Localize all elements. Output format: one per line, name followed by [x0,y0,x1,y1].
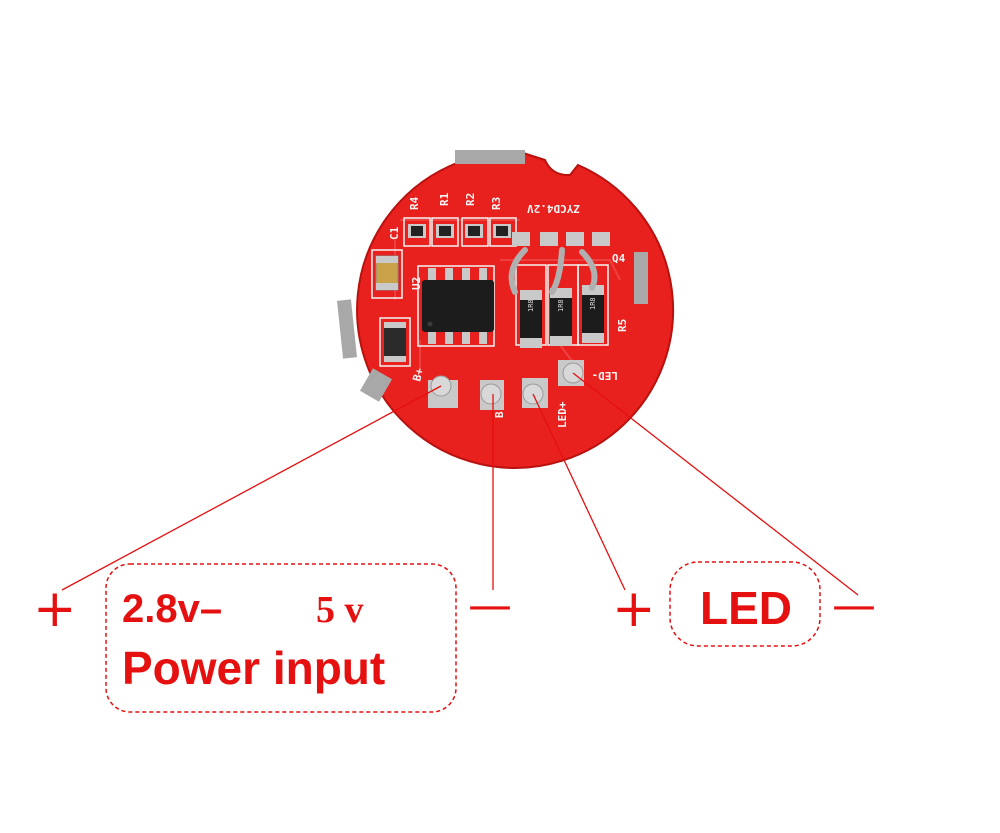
silk-model-marking: ZYCD4.2V [527,202,580,215]
power-input-label: Power input [122,642,385,694]
annotations: + 2.8v– 5 v Power input — + LED — [33,561,876,713]
leader-power-plus [61,385,442,591]
silk-c1: C1 [388,226,401,240]
led-plus-sign: + [612,579,656,639]
led-label: LED [700,582,792,634]
power-label-box [105,563,457,713]
silk-led-plus: LED+ [556,401,569,428]
edge-tab-top [455,150,525,164]
silk-q4: Q4 [612,252,626,265]
jumper-wires [508,247,598,295]
power-minus-sign: — [468,580,512,631]
sense-resistors: 1R8 1R8 1R8 [520,285,604,348]
power-plus-sign: + [33,579,77,639]
resistor-row [408,224,511,238]
svg-text:1R8: 1R8 [589,297,597,310]
silk-b-plus: B+ [410,366,426,383]
leader-led-minus [572,372,859,596]
silk-r4: R4 [408,196,421,210]
capacitor-c1 [375,255,399,291]
silk-led-minus: LED- [592,369,619,382]
led-minus-sign: — [832,580,876,631]
pad-b-minus [480,383,502,405]
silk-r3: R3 [490,197,503,210]
leader-led-plus [532,393,626,591]
svg-text:1R8: 1R8 [557,299,565,312]
silk-r2: R2 [464,193,477,206]
leader-lines [61,372,859,596]
svg-text:1R8: 1R8 [527,299,535,312]
silk-r5: R5 [616,319,629,332]
silk-u2: U2 [410,277,423,290]
ic-chip-u2 [422,268,494,344]
diode [384,322,406,362]
edge-tab-right [634,252,648,304]
edge-tab-bottom-left [359,368,393,402]
power-voltage-range-b: 5 v [316,589,364,631]
pcb-board: R4 R1 R2 R3 ZYCD4.2V C1 U2 Q4 R5 B+ B- L… [337,150,675,469]
board-outline [356,150,675,469]
edge-tab-left [337,299,357,359]
silk-r1: R1 [438,192,451,206]
mosfet-pads [512,232,610,246]
power-voltage-range-a: 2.8v– [122,587,222,631]
